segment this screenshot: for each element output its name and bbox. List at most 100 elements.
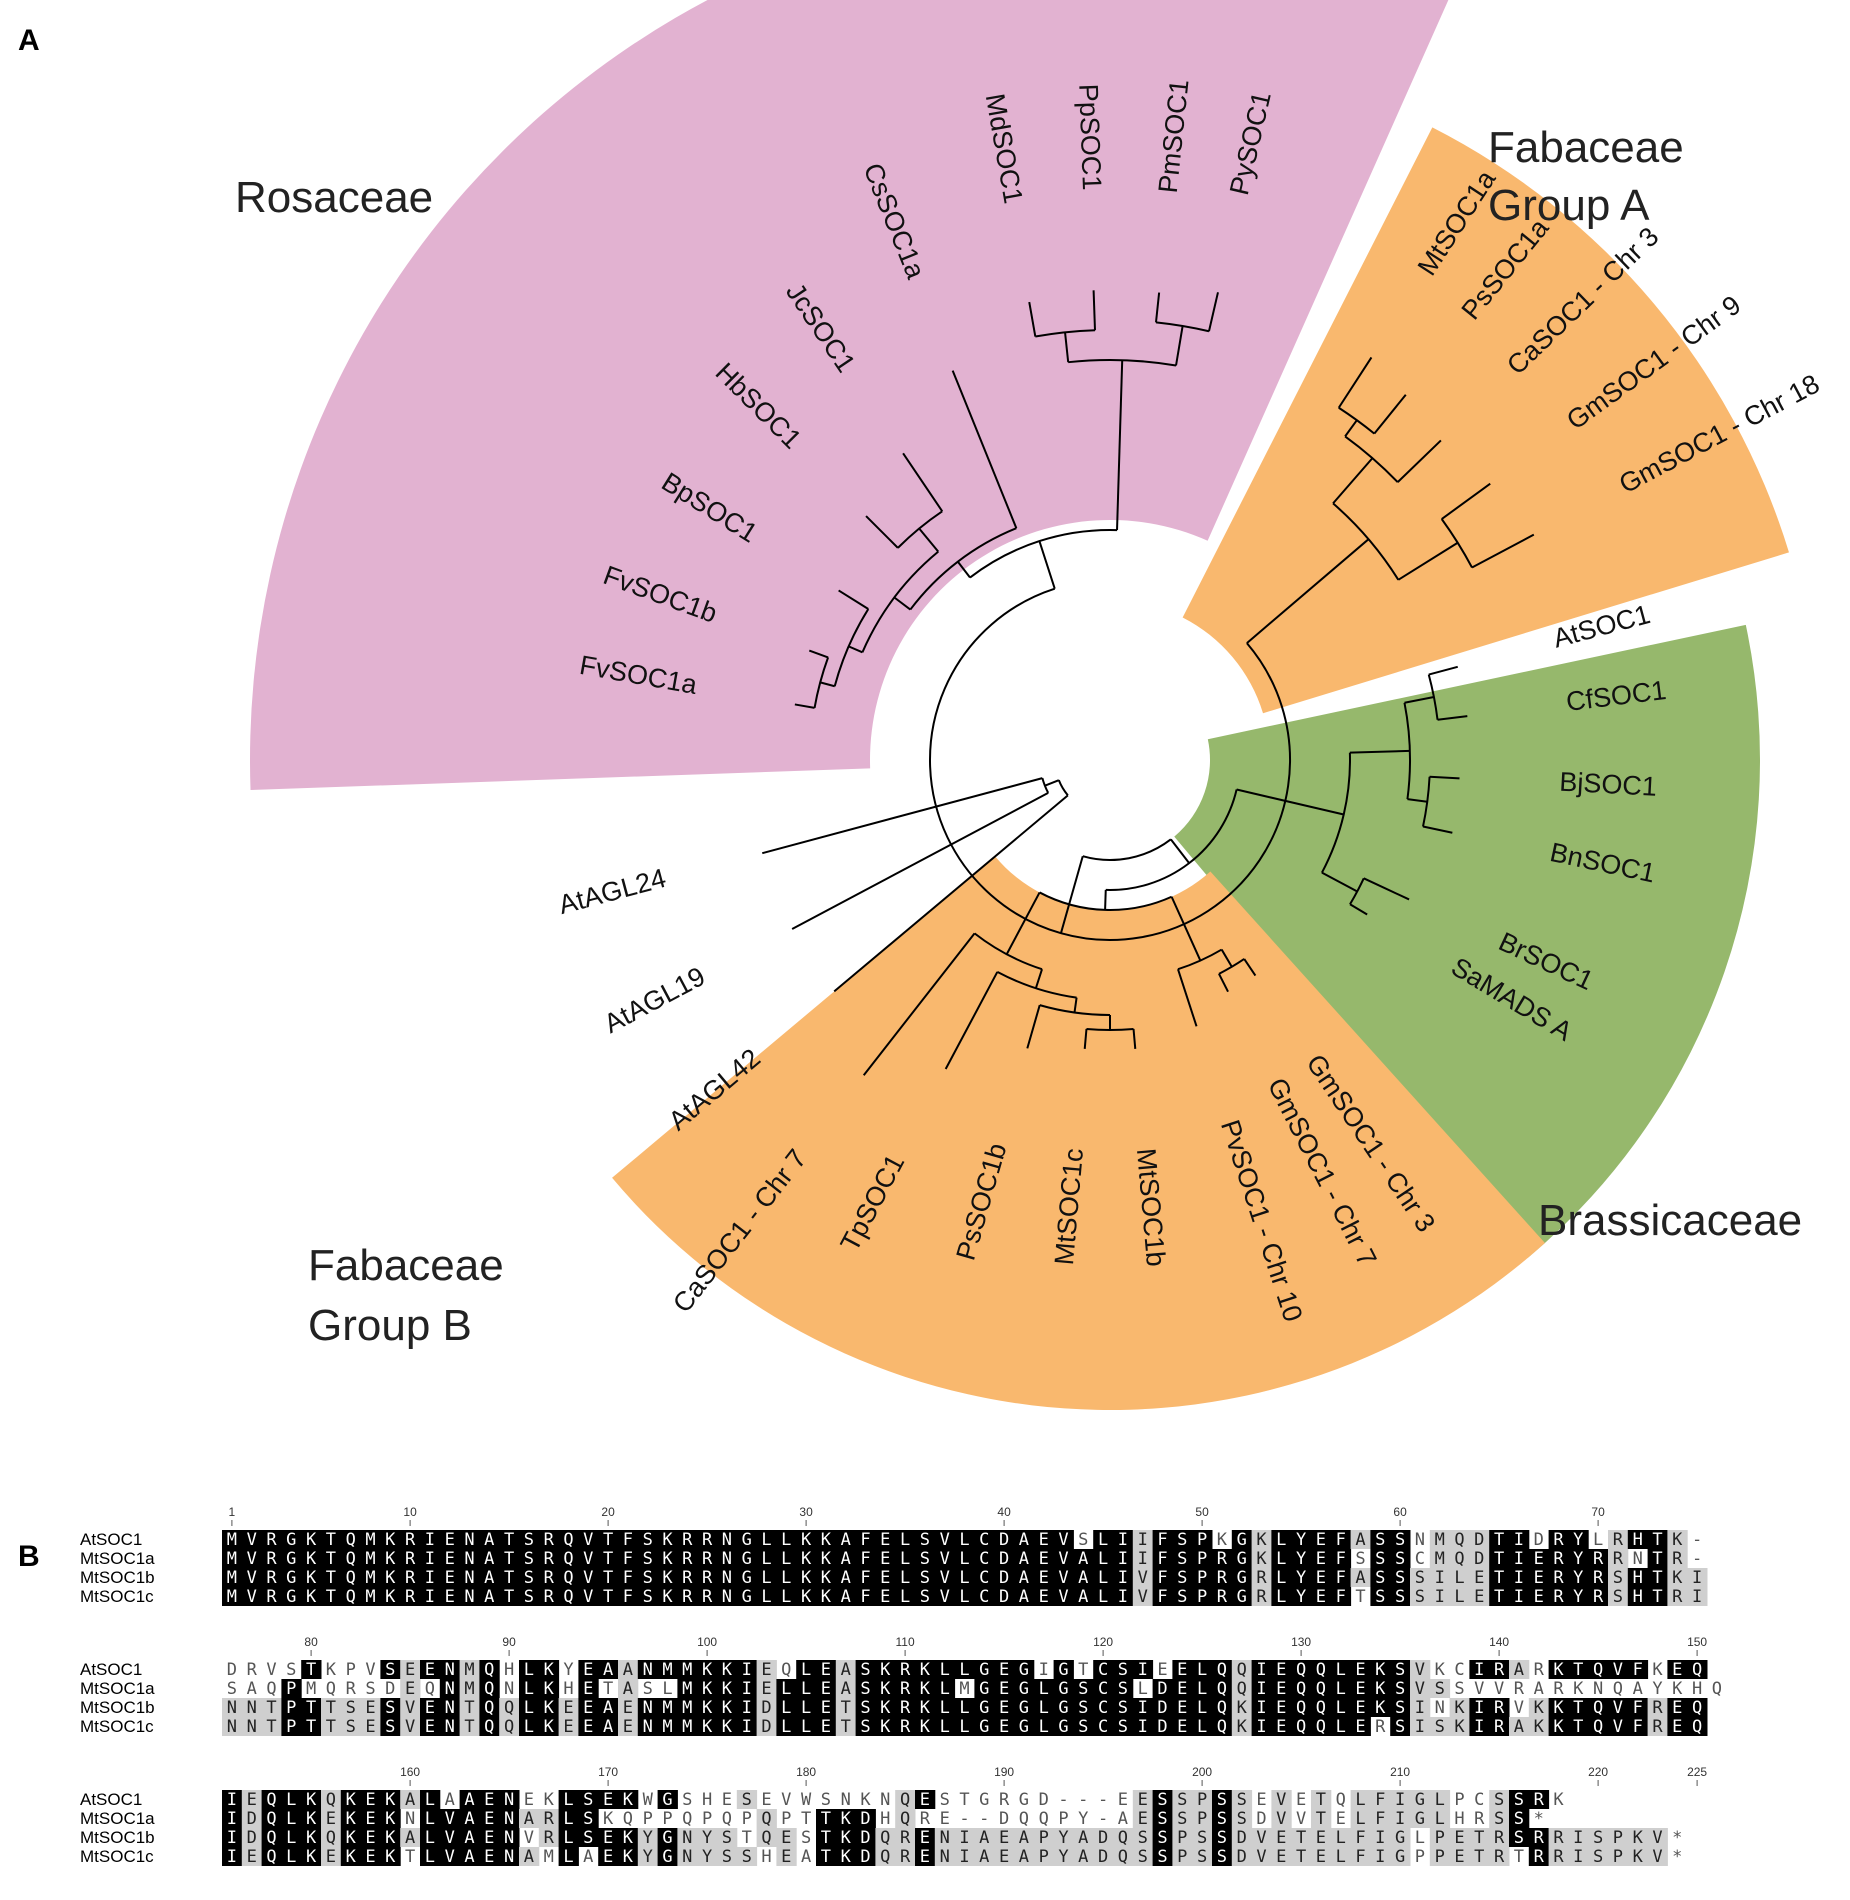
alignment-residue: N [722,1549,732,1569]
alignment-residue: E [821,1679,831,1699]
alignment-residue: P [662,1809,672,1829]
alignment-residue: E [365,1809,375,1829]
alignment-residue: R [1256,1568,1267,1588]
alignment-residue: Y [1573,1530,1583,1550]
alignment-cell-bg [1132,1530,1154,1549]
alignment-residue: F [1336,1549,1346,1569]
alignment-cell-bg [1509,1549,1530,1568]
alignment-cell-bg [1647,1530,1668,1549]
alignment-residue: I [742,1717,752,1737]
alignment-cell-bg [1429,1549,1451,1568]
alignment-residue: A [841,1568,851,1588]
alignment-cell-bg [618,1828,639,1847]
alignment-cell-bg [1627,1847,1649,1866]
alignment-residue: L [286,1847,296,1867]
alignment-residue: I [1395,1790,1405,1810]
alignment-residue: E [603,1790,613,1810]
alignment-cell-bg [1588,1717,1609,1736]
alignment-residue: A [1019,1847,1029,1867]
alignment-cell-bg [1113,1698,1134,1717]
alignment-residue: Q [682,1809,692,1829]
alignment-residue: F [1157,1587,1167,1607]
alignment-cell-bg [677,1698,698,1717]
alignment-cell-bg [1469,1698,1490,1717]
alignment-residue: N [445,1660,455,1680]
clade-label-fabaceae-b-line1: Fabaceae [308,1241,504,1290]
alignment-residue: R [1534,1660,1545,1680]
alignment-cell-bg [1212,1809,1233,1828]
alignment-cell-bg [1350,1679,1371,1698]
alignment-cell-bg [459,1660,480,1679]
alignment-residue: L [1098,1568,1108,1588]
alignment-residue: S [643,1587,653,1607]
alignment-residue: I [1474,1660,1484,1680]
alignment-residue: D [1157,1698,1167,1718]
alignment-residue: E [1039,1568,1049,1588]
alignment-cell-bg [1390,1809,1411,1828]
alignment-cell-bg [657,1790,678,1809]
alignment-cell-bg [756,1549,777,1568]
alignment-residue: L [1336,1847,1346,1867]
alignment-residue: M [464,1679,474,1699]
alignment-residue: I [742,1679,752,1699]
alignment-residue: Q [1593,1698,1603,1718]
branch-segment [1246,538,1370,644]
alignment-residue: E [524,1790,534,1810]
alignment-cell-bg [736,1568,758,1587]
alignment-residue: V [365,1660,375,1680]
alignment-tick: 150 [1687,1635,1707,1649]
alignment-tick: 100 [697,1635,717,1649]
alignment-cell-bg [1509,1587,1530,1606]
alignment-cell-bg [1033,1679,1055,1698]
alignment-cell-bg [1647,1717,1668,1736]
alignment-residue: E [999,1698,1009,1718]
alignment-cell-bg [1231,1790,1253,1809]
alignment-cell-bg [1291,1660,1312,1679]
alignment-residue: R [1593,1568,1604,1588]
alignment-cell-bg [1390,1530,1411,1549]
alignment-residue: F [860,1568,870,1588]
alignment-residue: D [1256,1809,1266,1829]
alignment-cell-bg [1528,1568,1550,1587]
alignment-cell-bg [1073,1568,1094,1587]
branch-segment [838,589,869,610]
clade-labels: Rosaceae Fabaceae Group A Brassicaceae F… [235,123,1802,1350]
alignment-cell-bg [1548,1549,1569,1568]
alignment-residue: M [365,1549,375,1569]
alignment-residue: K [662,1530,673,1550]
alignment-residue: S [1395,1698,1405,1718]
alignment-residue: S [643,1568,653,1588]
alignment-residue: N [682,1847,692,1867]
alignment-residue: A [583,1847,593,1867]
alignment-cell-bg [321,1698,342,1717]
alignment-residue: P [1197,1809,1207,1829]
alignment-residue: I [227,1847,237,1867]
alignment-cell-bg [1311,1698,1332,1717]
alignment-cell-bg [1568,1828,1589,1847]
alignment-cell-bg [1568,1568,1589,1587]
alignment-cell-bg [380,1698,401,1717]
alignment-residue: L [761,1549,771,1569]
alignment-residue: R [900,1847,911,1867]
alignment-residue: E [722,1790,732,1810]
alignment-cell-bg [1113,1847,1134,1866]
alignment-residue: L [1197,1698,1207,1718]
alignment-cell-bg [380,1717,401,1736]
alignment-cell-bg [796,1568,817,1587]
alignment-residue: S [1435,1679,1445,1699]
alignment-residue: R [1494,1847,1505,1867]
alignment-cell-bg [479,1717,500,1736]
alignment-cell-bg [1489,1790,1510,1809]
alignment-cell-bg [301,1549,322,1568]
alignment-residue: R [1217,1587,1228,1607]
alignment-cell-bg [618,1679,639,1698]
alignment-residue: F [1375,1790,1385,1810]
alignment-residue: K [346,1828,357,1848]
alignment-cell-bg [618,1568,639,1587]
alignment-residue: T [326,1549,336,1569]
alignment-cell-bg [954,1568,975,1587]
alignment-cell-bg [1093,1530,1114,1549]
alignment-cell-bg [400,1530,421,1549]
alignment-residue: F [860,1530,870,1550]
alignment-seq-name: MtSOC1c [80,1717,154,1736]
